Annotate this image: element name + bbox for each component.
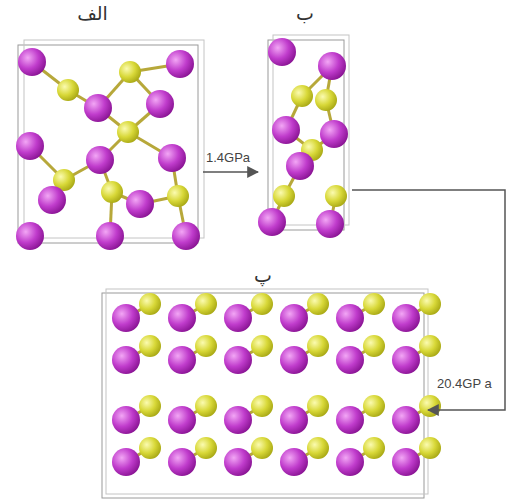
yellow-atom — [363, 335, 385, 357]
purple-atom — [336, 346, 364, 374]
purple-atom — [84, 94, 112, 122]
purple-atom — [392, 346, 420, 374]
yellow-atom — [363, 293, 385, 315]
yellow-atom — [251, 335, 273, 357]
yellow-atom — [195, 395, 217, 417]
purple-atom — [126, 190, 154, 218]
purple-atom — [392, 406, 420, 434]
purple-atom — [168, 304, 196, 332]
yellow-atom — [419, 437, 441, 459]
purple-atom — [224, 406, 252, 434]
yellow-atom — [139, 335, 161, 357]
panel-label: الف — [77, 2, 108, 24]
purple-atom — [272, 116, 300, 144]
yellow-atom — [419, 335, 441, 357]
purple-atom — [280, 346, 308, 374]
yellow-atom — [167, 185, 189, 207]
purple-atom — [16, 132, 44, 160]
purple-atom — [286, 152, 314, 180]
purple-atom — [318, 52, 346, 80]
purple-atom — [280, 448, 308, 476]
purple-atom — [166, 50, 194, 78]
purple-atom — [168, 406, 196, 434]
pressure-label: 1.4GPa — [205, 150, 251, 165]
purple-atom — [280, 406, 308, 434]
purple-atom — [38, 186, 66, 214]
purple-atom — [16, 222, 44, 250]
yellow-atom — [195, 437, 217, 459]
purple-atom — [172, 222, 200, 250]
yellow-atom — [251, 395, 273, 417]
yellow-atom — [307, 395, 329, 417]
purple-atom — [268, 38, 296, 66]
purple-atom — [112, 304, 140, 332]
purple-atom — [112, 448, 140, 476]
yellow-atom — [315, 89, 337, 111]
yellow-atom — [117, 121, 139, 143]
purple-atom — [96, 222, 124, 250]
yellow-atom — [419, 293, 441, 315]
purple-atom — [86, 146, 114, 174]
yellow-atom — [291, 85, 313, 107]
yellow-atom — [195, 335, 217, 357]
purple-atom — [280, 304, 308, 332]
purple-atom — [224, 304, 252, 332]
yellow-atom — [101, 181, 123, 203]
purple-atom — [336, 448, 364, 476]
purple-atom — [392, 448, 420, 476]
yellow-atom — [139, 293, 161, 315]
purple-atom — [168, 346, 196, 374]
yellow-atom — [363, 437, 385, 459]
structure-panel: ب — [258, 0, 352, 240]
purple-atom — [158, 144, 186, 172]
purple-atom — [224, 346, 252, 374]
yellow-atom — [307, 293, 329, 315]
yellow-atom — [251, 437, 273, 459]
panel-label: پ — [254, 264, 272, 286]
structure-panel: پ — [98, 262, 428, 500]
purple-atom — [336, 304, 364, 332]
yellow-atom — [139, 395, 161, 417]
purple-atom — [320, 120, 348, 148]
yellow-atom — [139, 437, 161, 459]
yellow-atom — [307, 437, 329, 459]
yellow-atom — [363, 395, 385, 417]
purple-atom — [112, 346, 140, 374]
purple-atom — [18, 48, 46, 76]
purple-atom — [146, 90, 174, 118]
pressure-label: 20.4GP a — [436, 376, 496, 391]
purple-atom — [316, 210, 344, 238]
structure-panel: الف — [12, 0, 203, 248]
purple-atom — [336, 406, 364, 434]
yellow-atom — [119, 61, 141, 83]
purple-atom — [224, 448, 252, 476]
purple-atom — [258, 208, 286, 236]
yellow-atom — [57, 79, 79, 101]
purple-atom — [112, 406, 140, 434]
transition-arrow — [203, 171, 258, 173]
purple-atom — [168, 448, 196, 476]
yellow-atom — [273, 185, 295, 207]
purple-atom — [392, 304, 420, 332]
yellow-atom — [419, 395, 441, 417]
yellow-atom — [307, 335, 329, 357]
panel-label: ب — [296, 2, 314, 24]
transition-arrow — [352, 190, 505, 410]
yellow-atom — [251, 293, 273, 315]
yellow-atom — [325, 185, 347, 207]
yellow-atom — [195, 293, 217, 315]
